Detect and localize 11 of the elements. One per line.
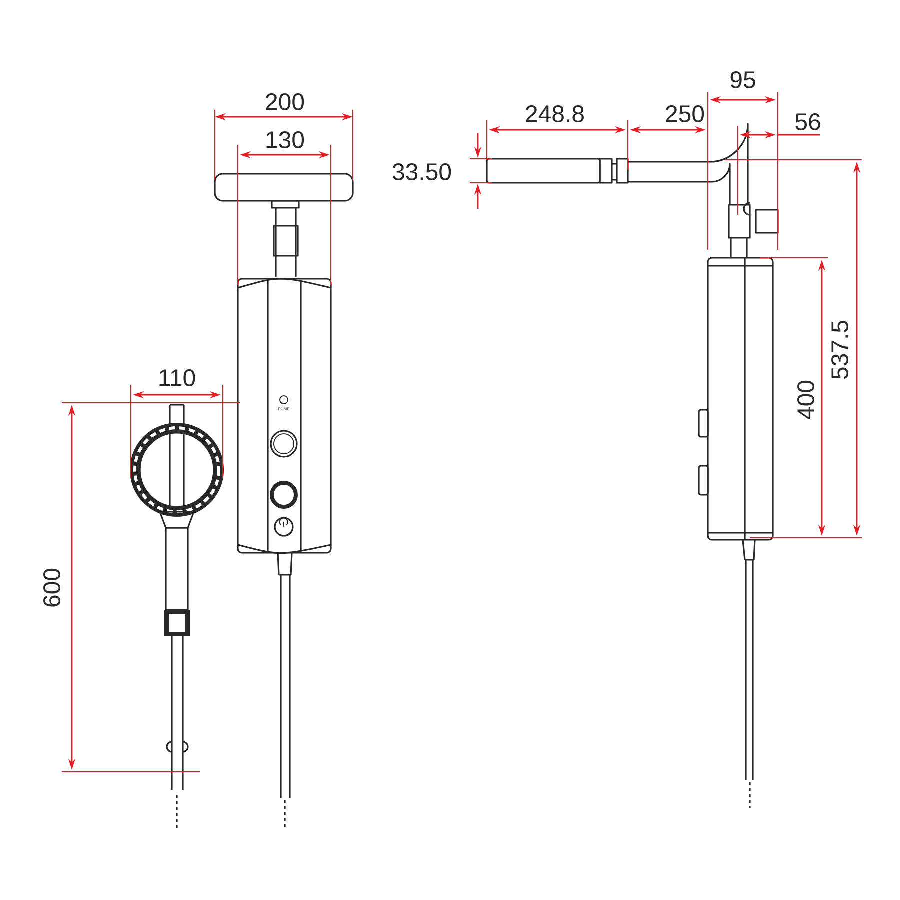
dimension-label: 33.50	[392, 164, 452, 180]
dimension-label: 250	[666, 106, 704, 122]
dimension-label: 200	[266, 94, 304, 110]
dimension-label: 110	[160, 370, 196, 386]
dimension-label: 56	[796, 114, 820, 130]
dimension-label: 400	[798, 380, 814, 420]
dimension-label: 248.8	[526, 106, 584, 122]
dimension-label: 130	[266, 132, 304, 148]
dimension-label: 600	[44, 568, 60, 607]
dimension-label: 537.5	[832, 321, 848, 380]
dimension-label: 95	[730, 72, 756, 88]
